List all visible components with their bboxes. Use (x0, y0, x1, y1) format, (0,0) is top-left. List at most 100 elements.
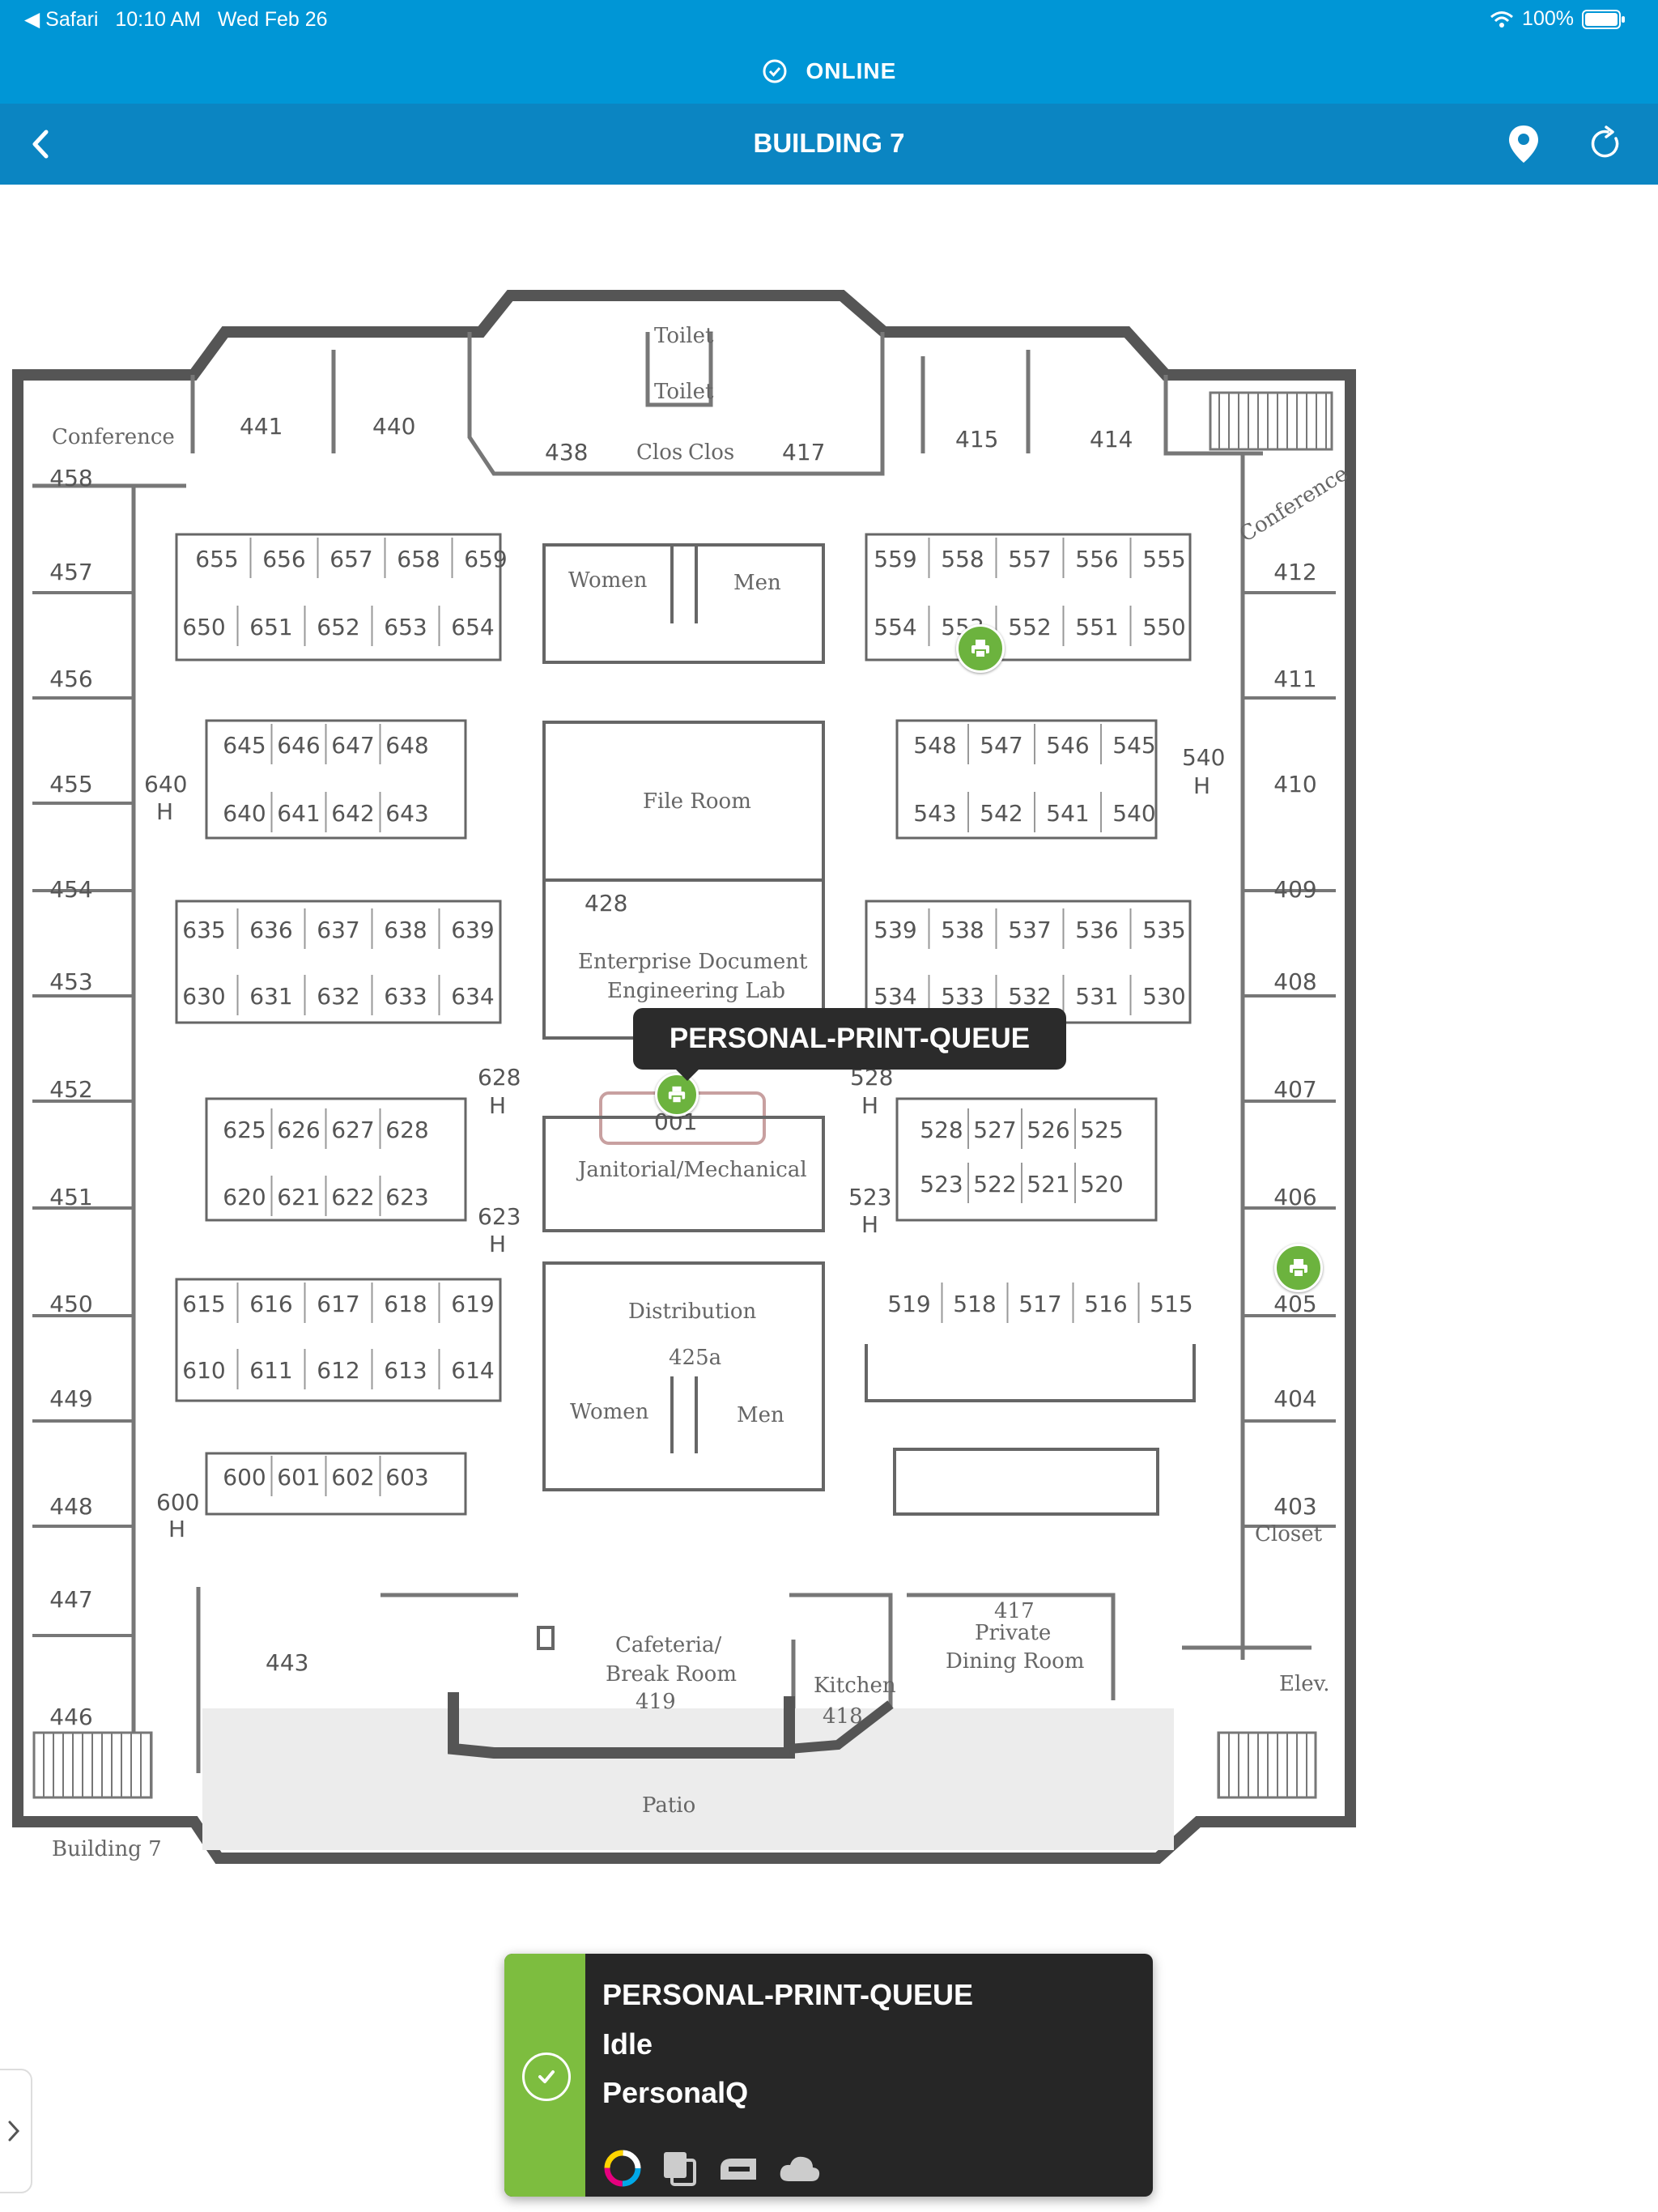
room-label: Toilet (654, 380, 714, 404)
cubicle-label: 523 (920, 1171, 963, 1197)
room-label: Janitorial/Mechanical (576, 1158, 807, 1182)
cubicle-label: 532 (1008, 983, 1051, 1010)
printer-name: PERSONAL-PRINT-QUEUE (602, 1978, 974, 2011)
cubicle-label: 640 (223, 800, 266, 827)
cubicle-label: 540 (1112, 800, 1155, 827)
cubicle-label: 634 (451, 983, 494, 1010)
cubicle-label: 515 (1150, 1291, 1192, 1317)
cubicle-label: 626 (277, 1117, 320, 1143)
room-label: 410 (1273, 771, 1316, 798)
printer-icon (668, 1086, 686, 1104)
cubicle-label: 525 (1080, 1117, 1123, 1143)
room-label: 408 (1273, 968, 1316, 995)
room-label: Dining Room (946, 1649, 1084, 1674)
page-title: BUILDING 7 (753, 128, 905, 158)
side-panel-handle[interactable] (0, 2069, 32, 2193)
cubicle-label: 517 (1018, 1291, 1061, 1317)
cubicle-label: 646 (277, 732, 320, 759)
room-label: 417 (994, 1599, 1035, 1623)
building-label: Building 7 (52, 1837, 162, 1861)
room-label: 403 (1273, 1493, 1316, 1520)
cubicle-label: 539 (874, 917, 916, 943)
back-to-app-indicator[interactable]: ◀ Safari (24, 8, 99, 31)
room-label: Engineering Lab (607, 979, 785, 1003)
hall-label: 523 (848, 1184, 891, 1210)
hall-label: H (156, 798, 173, 825)
cubicle-label: 601 (277, 1464, 320, 1491)
status-date: Wed Feb 26 (217, 8, 328, 31)
cubicle-label: 637 (317, 917, 359, 943)
cloud-icon (780, 2156, 820, 2181)
stairs-se (1217, 1731, 1317, 1799)
hall-label: 628 (478, 1064, 521, 1091)
cubicle-label: 537 (1008, 917, 1051, 943)
room-label: 440 (372, 413, 415, 440)
check-icon (522, 2052, 571, 2101)
room-label: Closet (1255, 1522, 1323, 1546)
printer-pin[interactable] (1274, 1244, 1323, 1292)
room-label: 454 (49, 876, 92, 903)
room-label: 419 (636, 1690, 676, 1714)
cubicle-label: 558 (941, 546, 984, 572)
status-time: 10:10 AM (115, 8, 201, 31)
floor-plan-map[interactable]: 4584574564554544534524514504494484474464… (0, 275, 1376, 1887)
room-label: 448 (49, 1493, 92, 1520)
patio-area (202, 1708, 1174, 1850)
room-label: 452 (49, 1076, 92, 1103)
printer-card[interactable]: PERSONAL-PRINT-QUEUE Idle PersonalQ (504, 1954, 1153, 2197)
printer-tooltip[interactable]: PERSONAL-PRINT-QUEUE (633, 1008, 1066, 1081)
cubicle-label: 600 (223, 1464, 266, 1491)
staple-icon (721, 2159, 756, 2180)
cubicle-label: 552 (1008, 614, 1051, 640)
stairs-sw (32, 1731, 153, 1799)
hall-label: H (489, 1231, 506, 1257)
cubicle-label: 545 (1112, 732, 1155, 759)
cubicle-label: 643 (385, 800, 428, 827)
cubicle-label: 526 (1027, 1117, 1069, 1143)
printer-status: Idle (602, 2027, 653, 2061)
back-button[interactable] (18, 121, 63, 167)
room-label: 456 (49, 666, 92, 692)
printer-icon (971, 640, 989, 658)
cubicle-label: 602 (331, 1464, 374, 1491)
cubicle-label: 655 (195, 546, 238, 572)
cubicle-label: 530 (1142, 983, 1185, 1010)
hall-label: H (1193, 772, 1210, 799)
west-room-dividers (32, 591, 134, 1637)
room-label: 425a (669, 1346, 721, 1370)
printer-pin[interactable] (956, 624, 1005, 673)
room-label: Toilet (654, 324, 714, 348)
room-label: 451 (49, 1184, 92, 1210)
cubicle-label: 541 (1046, 800, 1089, 827)
room-label: Clos (636, 440, 682, 465)
cubicle-label: 542 (980, 800, 1022, 827)
cubicle-label: 628 (385, 1117, 428, 1143)
room-label: 438 (545, 439, 588, 466)
room-label: 428 (585, 890, 627, 917)
cubicle-label: 555 (1142, 546, 1185, 572)
room-label: 415 (955, 426, 998, 453)
nav-bar: BUILDING 7 (0, 104, 1658, 185)
cubicle-label: 559 (874, 546, 916, 572)
cubicle-label: 546 (1046, 732, 1089, 759)
hall-label: 600 (156, 1489, 199, 1516)
cubicle-label: 652 (317, 614, 359, 640)
cubicle-label: 623 (385, 1184, 428, 1210)
hall-label: H (861, 1092, 878, 1119)
locate-button[interactable] (1501, 121, 1546, 167)
cubicle-label: 535 (1142, 917, 1185, 943)
cubicle-label: 527 (973, 1117, 1016, 1143)
cubicle-label: 639 (451, 917, 494, 943)
cubicle-label: 538 (941, 917, 984, 943)
room-label: 411 (1273, 666, 1316, 692)
room-label: 446 (49, 1704, 92, 1730)
cubicle-label: 632 (317, 983, 359, 1010)
room-label: 441 (240, 413, 283, 440)
room-label: 407 (1273, 1076, 1316, 1103)
cubicle-label: 603 (385, 1464, 428, 1491)
cubicle-label: 519 (887, 1291, 930, 1317)
cafeteria-wall (448, 1692, 795, 1759)
refresh-button[interactable] (1583, 121, 1628, 167)
cubicle-label: 647 (331, 732, 374, 759)
east-room-dividers (1243, 591, 1336, 1528)
